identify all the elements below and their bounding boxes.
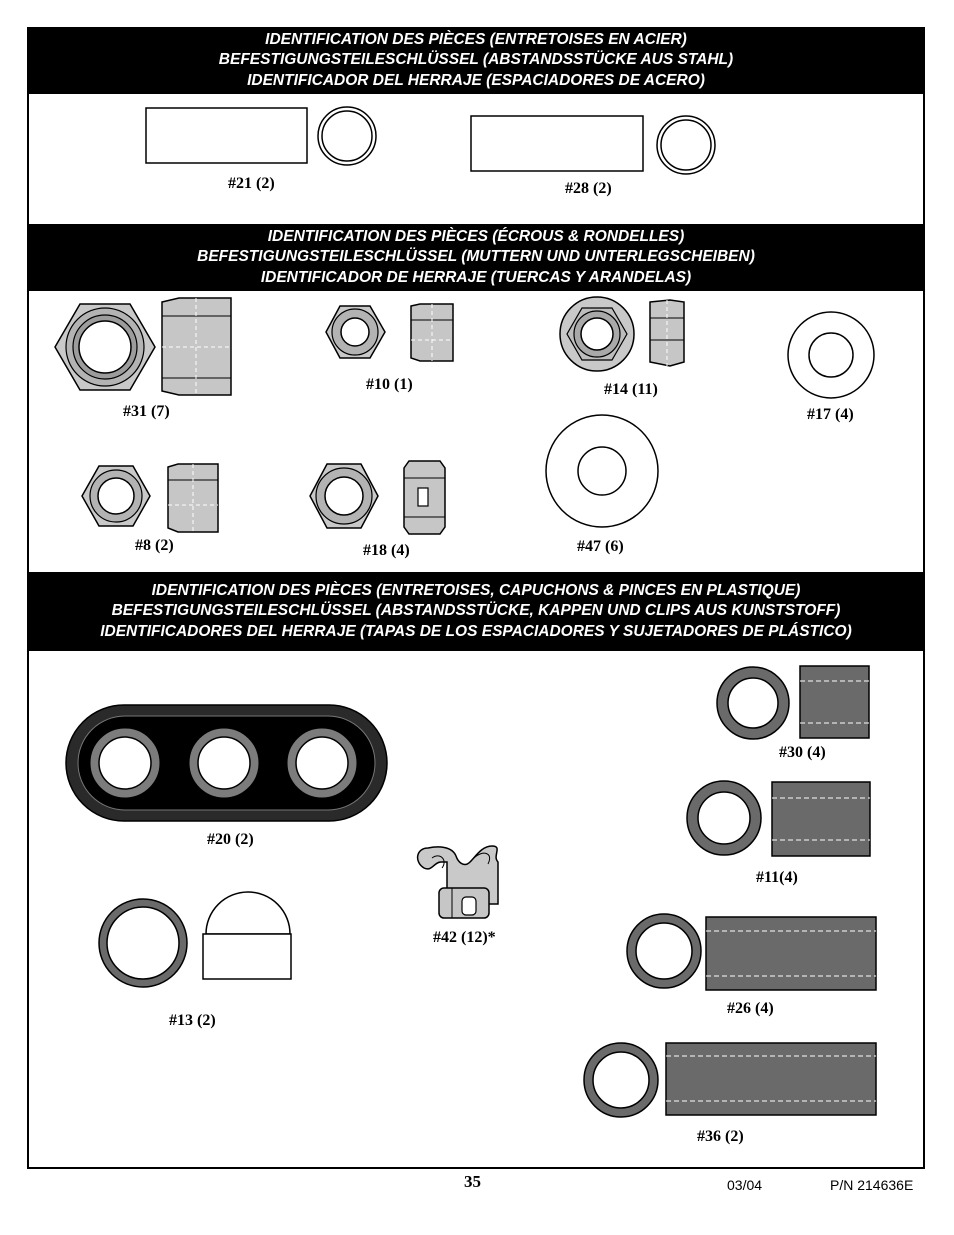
part-label-18: #18 (4) — [363, 542, 410, 559]
part-label-8: #8 (2) — [135, 537, 174, 554]
header-line-fr: IDENTIFICATION DES PIÈCES (ENTRETOISES, … — [151, 581, 801, 599]
header-line-de: BEFESTIGUNGSTEILESCHLÜSSEL (MUTTERN UND … — [197, 248, 755, 266]
part-20-triple-cap-drawing — [65, 704, 388, 822]
section-header-plastic-parts: IDENTIFICATION DES PIÈCES (ENTRETOISES, … — [27, 572, 925, 651]
footer-part-number: P/N 214636E — [830, 1177, 914, 1193]
part-11-spacer-drawing — [686, 780, 871, 857]
part-30-spacer-drawing — [716, 665, 870, 740]
header-line-fr: IDENTIFICATION DES PIÈCES (ÉCROUS & ROND… — [267, 227, 685, 245]
header-line-es: IDENTIFICADOR DEL HERRAJE (ESPACIADORES … — [247, 71, 705, 89]
section-header-nuts-washers: IDENTIFICATION DES PIÈCES (ÉCROUS & ROND… — [27, 224, 925, 291]
footer-date: 03/04 — [727, 1177, 763, 1193]
part-label-21: #21 (2) — [228, 175, 275, 192]
header-line-es: IDENTIFICADORES DEL HERRAJE (TAPAS DE LO… — [100, 622, 852, 640]
section-header-steel-spacers: IDENTIFICATION DES PIÈCES (ENTRETOISES E… — [27, 27, 925, 94]
part-31-nut-drawing — [54, 297, 232, 396]
part-26-spacer-drawing — [626, 913, 877, 991]
part-17-washer-drawing — [787, 311, 875, 399]
part-8-nut-drawing — [81, 463, 219, 533]
part-47-washer-drawing — [545, 414, 659, 528]
part-label-10: #10 (1) — [366, 376, 413, 393]
part-label-11: #11(4) — [756, 869, 798, 886]
part-28-spacer-drawing — [470, 115, 716, 175]
header-line-de: BEFESTIGUNGSTEILESCHLÜSSEL (ABSTANDSSTÜC… — [111, 602, 841, 620]
part-21-spacer-drawing — [145, 106, 377, 166]
header-line-es: IDENTIFICADOR DE HERRAJE (TUERCAS Y ARAN… — [260, 268, 692, 286]
part-42-clip-drawing — [416, 845, 499, 919]
part-label-20: #20 (2) — [207, 831, 254, 848]
header-line-fr: IDENTIFICATION DES PIÈCES (ENTRETOISES E… — [265, 30, 687, 48]
page-number: 35 — [464, 1172, 481, 1191]
part-13-cap-drawing — [98, 891, 292, 988]
part-label-17: #17 (4) — [807, 406, 854, 423]
part-label-31: #31 (7) — [123, 403, 170, 420]
part-label-14: #14 (11) — [604, 381, 658, 398]
part-14-flange-nut-drawing — [559, 296, 685, 372]
part-label-36: #36 (2) — [697, 1128, 744, 1145]
part-label-42: #42 (12)* — [433, 929, 496, 946]
part-label-13: #13 (2) — [169, 1012, 216, 1029]
part-label-47: #47 (6) — [577, 538, 624, 555]
part-label-28: #28 (2) — [565, 180, 612, 197]
part-18-nut-drawing — [309, 460, 446, 535]
header-line-de: BEFESTIGUNGSTEILESCHLÜSSEL (ABSTANDSSTÜC… — [218, 51, 734, 69]
part-label-26: #26 (4) — [727, 1000, 774, 1017]
part-label-30: #30 (4) — [779, 744, 826, 761]
part-10-nut-drawing — [325, 303, 454, 362]
part-36-spacer-drawing — [583, 1042, 877, 1118]
